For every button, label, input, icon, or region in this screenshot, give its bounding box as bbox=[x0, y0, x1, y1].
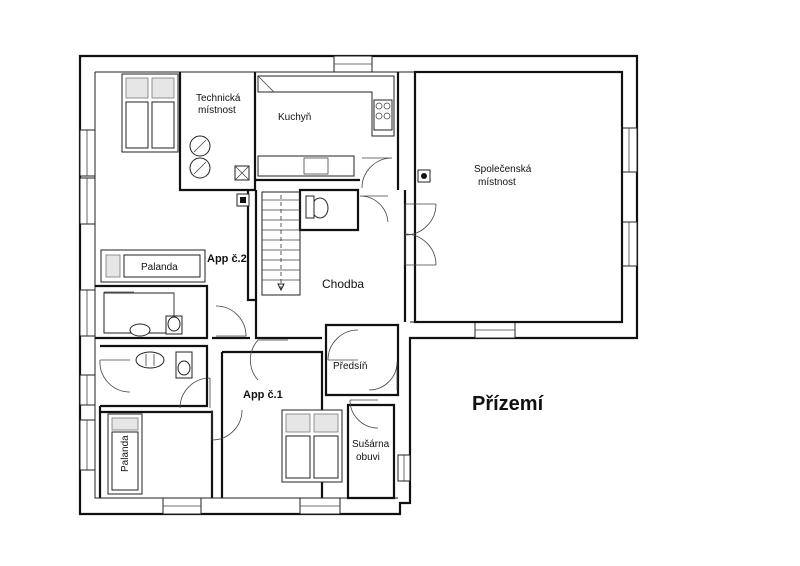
label-spolecenska-1: Společenská bbox=[474, 164, 532, 175]
label-app2: App č.2 bbox=[207, 253, 247, 265]
label-app1: App č.1 bbox=[243, 389, 283, 401]
label-kuchyn: Kuchyň bbox=[278, 112, 311, 123]
furniture bbox=[100, 73, 431, 495]
label-predsin: Předsíň bbox=[333, 361, 367, 372]
windows bbox=[79, 55, 638, 515]
label-palanda-top: Palanda bbox=[141, 262, 178, 273]
label-spolecenska-2: místnost bbox=[478, 177, 516, 188]
floor-title: Přízemí bbox=[472, 393, 545, 415]
label-chodba: Chodba bbox=[322, 277, 364, 291]
room-labels: Technická místnost Kuchyň Společenská mí… bbox=[120, 93, 545, 472]
label-susarna-2: obuvi bbox=[356, 452, 380, 463]
label-technicka-1: Technická bbox=[196, 93, 241, 104]
label-susarna-1: Sušárna bbox=[352, 439, 390, 450]
doors bbox=[99, 157, 437, 441]
staircase bbox=[261, 191, 301, 296]
label-technicka-2: místnost bbox=[198, 105, 236, 116]
label-palanda-bottom: Palanda bbox=[120, 435, 131, 472]
interior-walls bbox=[95, 70, 624, 500]
